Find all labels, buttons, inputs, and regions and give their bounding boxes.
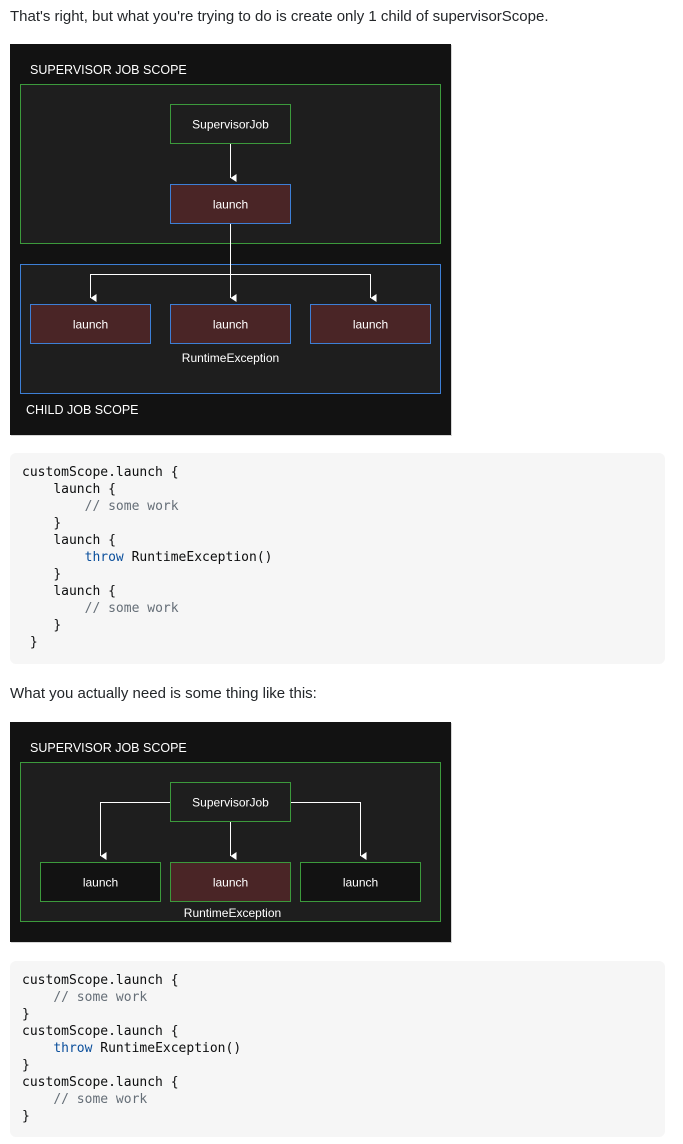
arrow-supervisor-to-child-3 <box>291 802 367 860</box>
supervisor-job-node <box>170 782 291 822</box>
code-line: throw RuntimeException() <box>22 1041 241 1056</box>
code-comment: // some work <box>53 990 148 1005</box>
child-launch-label-3: launch <box>343 876 378 890</box>
child-launch-node-1 <box>30 304 151 344</box>
code-text: customScope.launch { <box>22 1024 179 1039</box>
code-line: launch { <box>22 533 116 548</box>
child-launch-label-2: launch <box>213 318 248 332</box>
code-line: customScope.launch { <box>22 1024 179 1039</box>
diagram-supervisor-child-scope: SUPERVISOR JOB SCOPE SupervisorJob launc… <box>10 44 451 435</box>
outer-scope-label: SUPERVISOR JOB SCOPE <box>30 63 187 77</box>
code-comment: // some work <box>84 499 179 514</box>
child-launch-label-1: launch <box>73 318 108 332</box>
supervisor-job-label: SupervisorJob <box>192 796 269 810</box>
exception-label: RuntimeException <box>184 906 281 920</box>
code-line: // some work <box>22 1092 147 1107</box>
child-launch-label-1: launch <box>83 876 118 890</box>
code-block-nested-launch: customScope.launch { launch { // some wo… <box>10 453 665 664</box>
inner-scope-label: CHILD JOB SCOPE <box>26 403 139 417</box>
arrow-launch-to-child-3 <box>230 274 377 302</box>
code-text: } <box>22 1058 30 1073</box>
code-keyword: throw <box>53 1041 93 1056</box>
code-line: } <box>22 516 61 531</box>
parent-launch-label: launch <box>213 198 248 212</box>
code-line: } <box>22 1007 30 1022</box>
code-line: } <box>22 1109 30 1124</box>
code-line: customScope.launch { <box>22 465 179 480</box>
code-line: // some work <box>22 499 179 514</box>
diagram-2-canvas: SUPERVISOR JOB SCOPE SupervisorJob launc… <box>20 741 441 922</box>
code-line: } <box>22 635 38 650</box>
mid-text: What you actually need is some thing lik… <box>10 685 317 702</box>
arrow-supervisor-to-child-1 <box>100 802 170 860</box>
intro-text: That's right, but what you're trying to … <box>10 8 549 25</box>
code-text: } <box>53 567 62 582</box>
code-text: customScope.launch { <box>22 973 179 988</box>
child-launch-label-2: launch <box>213 876 248 890</box>
code-line: // some work <box>22 601 179 616</box>
child-launch-node-1 <box>40 862 161 902</box>
supervisor-job-label: SupervisorJob <box>192 118 269 132</box>
child-launch-node-3 <box>300 862 421 902</box>
code-text: } <box>53 516 62 531</box>
code-line: } <box>22 567 61 582</box>
arrow-launch-to-child-1 <box>90 274 231 302</box>
code-line: launch { <box>22 584 116 599</box>
code-line: customScope.launch { <box>22 973 179 988</box>
code-comment: // some work <box>84 601 179 616</box>
code-text: } <box>29 635 38 650</box>
code-comment: // some work <box>53 1092 148 1107</box>
code-line: launch { <box>22 482 116 497</box>
exception-label: RuntimeException <box>182 351 279 365</box>
code-line: } <box>22 618 61 633</box>
parent-launch-node <box>170 184 291 224</box>
code-line: } <box>22 1058 30 1073</box>
code-text: } <box>22 1007 30 1022</box>
diagram-1-canvas: SUPERVISOR JOB SCOPE SupervisorJob launc… <box>20 63 441 417</box>
supervisor-job-node <box>170 104 291 144</box>
code-text: launch { <box>53 584 116 599</box>
code-text: launch { <box>53 533 116 548</box>
child-launch-node-2 <box>170 862 291 902</box>
code-line: throw RuntimeException() <box>22 550 273 565</box>
diagram-supervisor-scope: SUPERVISOR JOB SCOPE SupervisorJob launc… <box>10 722 451 942</box>
code-line: customScope.launch { <box>22 1075 179 1090</box>
code-line: // some work <box>22 990 147 1005</box>
child-launch-node-2 <box>170 304 291 344</box>
code-text: RuntimeException() <box>92 1041 242 1056</box>
code-keyword: throw <box>84 550 124 565</box>
code-text: RuntimeException() <box>123 550 273 565</box>
code-text: customScope.launch { <box>22 465 179 480</box>
code-text: launch { <box>53 482 116 497</box>
outer-scope-label: SUPERVISOR JOB SCOPE <box>30 741 187 755</box>
child-launch-node-3 <box>310 304 431 344</box>
code-text: } <box>22 1109 30 1124</box>
code-text: } <box>53 618 62 633</box>
code-block-separate-launch: customScope.launch { // some work } cust… <box>10 961 665 1137</box>
child-launch-label-3: launch <box>353 318 388 332</box>
code-text: customScope.launch { <box>22 1075 179 1090</box>
